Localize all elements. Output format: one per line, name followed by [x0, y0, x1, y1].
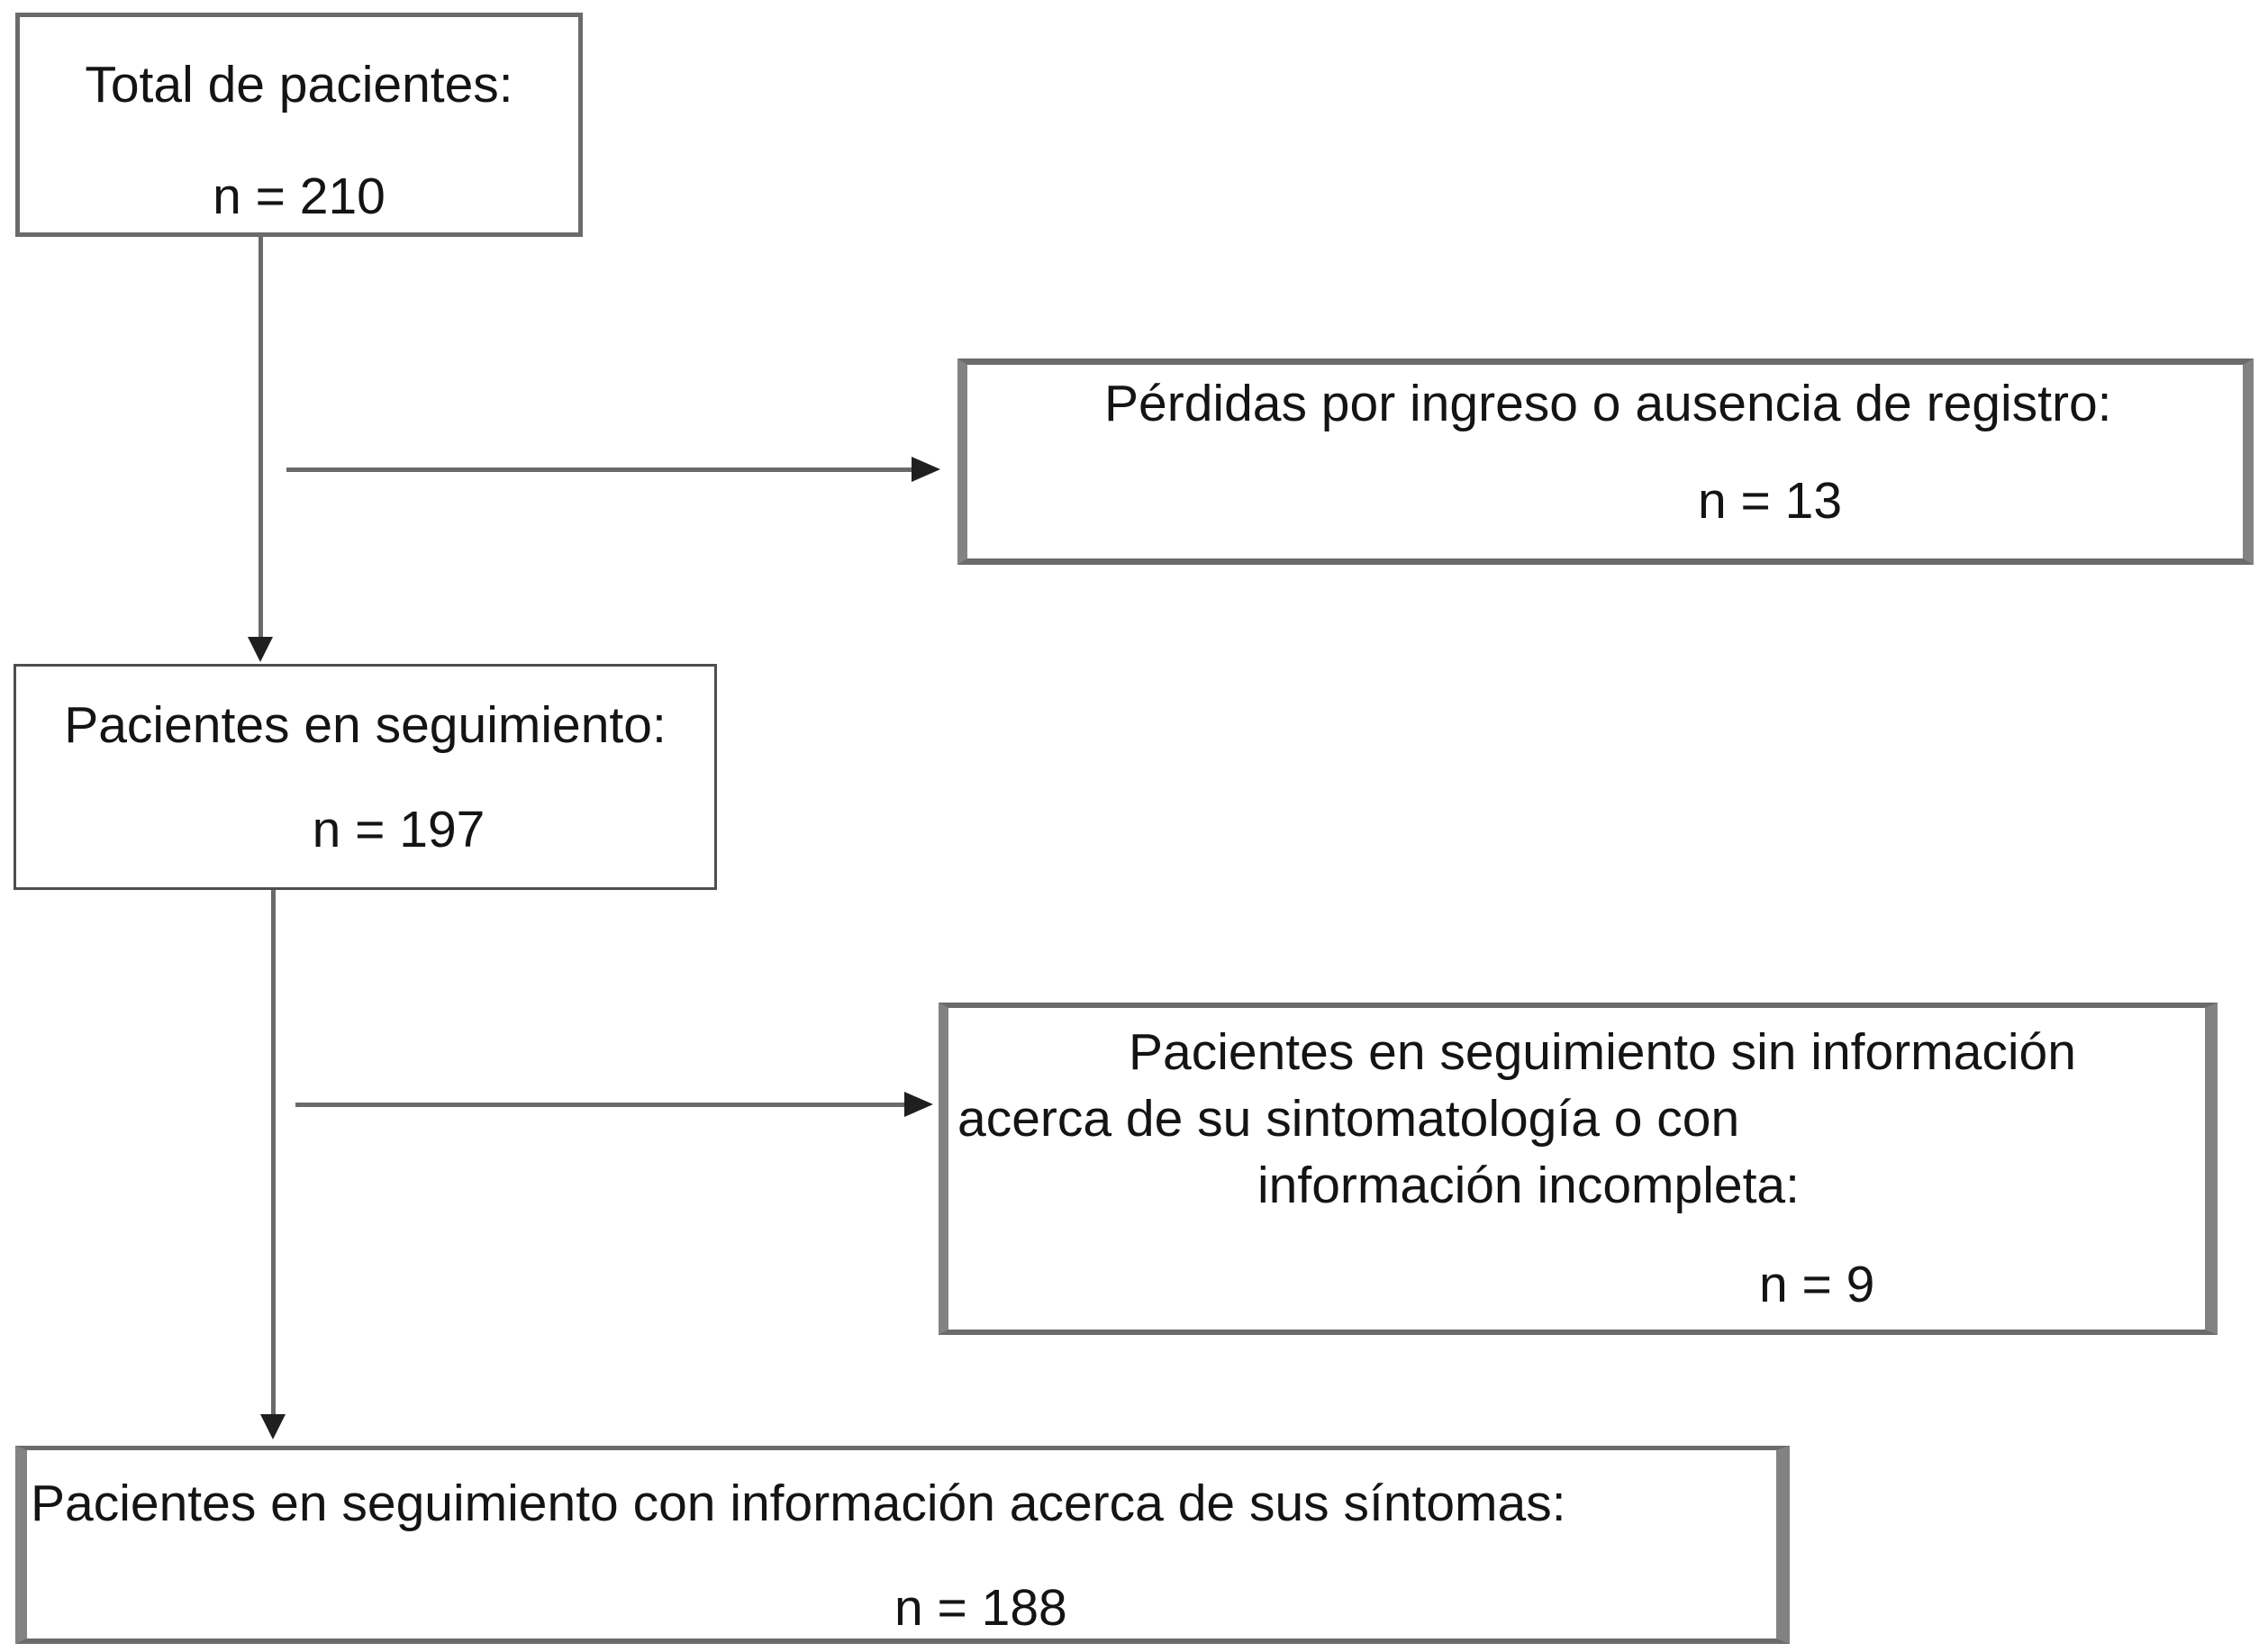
- box-title-line-3: información incompleta:: [1257, 1157, 1800, 1214]
- flow-box-follow-up-missing-info: Pacientes en seguimiento sin información…: [939, 1003, 2218, 1335]
- box-count: n = 188: [894, 1579, 1067, 1637]
- flow-box-losses-registry: Pérdidas por ingreso o ausencia de regis…: [957, 359, 2254, 565]
- box-title-line-1: Pacientes en seguimiento sin información: [1129, 1023, 2076, 1081]
- box-count: n = 13: [1698, 472, 1843, 530]
- arrow-right-1-line: [286, 467, 912, 472]
- box-title: Pacientes en seguimiento con información…: [31, 1475, 1566, 1532]
- arrow-right-2-line: [295, 1103, 904, 1107]
- arrow-down-2-head-icon: [260, 1414, 286, 1439]
- box-title: Pérdidas por ingreso o ausencia de regis…: [1104, 375, 2112, 432]
- box-title: Pacientes en seguimiento:: [64, 696, 667, 754]
- arrow-down-2-line: [271, 890, 276, 1414]
- arrow-right-2-head-icon: [904, 1092, 933, 1117]
- flow-box-follow-up-with-info: Pacientes en seguimiento con información…: [15, 1446, 1790, 1644]
- box-count: n = 9: [1759, 1256, 1875, 1313]
- flow-box-total-patients: Total de pacientes: n = 210: [15, 13, 583, 237]
- arrow-right-1-head-icon: [912, 457, 940, 482]
- box-count: n = 210: [213, 168, 386, 225]
- box-title-line-2: acerca de su sintomatología o con: [957, 1090, 1740, 1148]
- box-title: Total de pacientes:: [85, 56, 513, 113]
- flow-box-patients-follow-up: Pacientes en seguimiento: n = 197: [14, 664, 717, 890]
- arrow-down-1-head-icon: [248, 637, 273, 662]
- arrow-down-1-line: [259, 237, 263, 640]
- box-count: n = 197: [312, 801, 485, 858]
